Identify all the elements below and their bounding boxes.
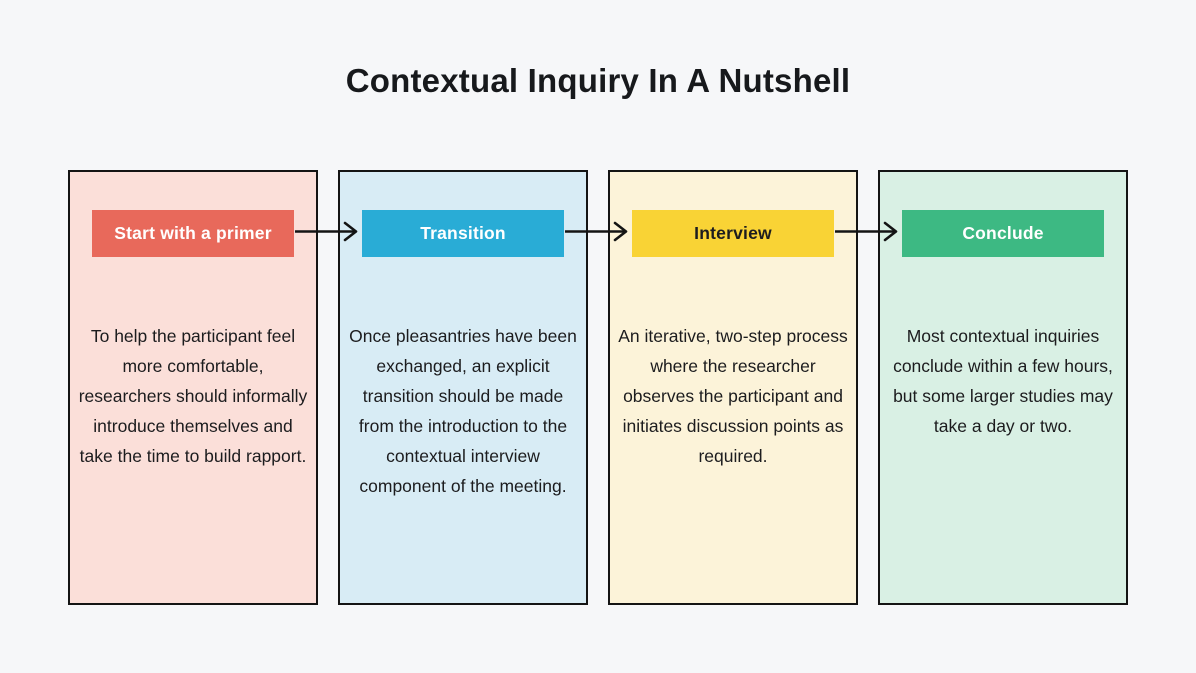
step-badge-transition: Transition: [362, 210, 564, 257]
steps-row: Start with a primer To help the particip…: [68, 170, 1128, 605]
step-description: Most contextual inquiries conclude withi…: [893, 326, 1113, 436]
right-arrow-icon: [835, 221, 898, 242]
step-card-conclude: Conclude Most contextual inquiries concl…: [878, 170, 1128, 605]
step-description: To help the participant feel more comfor…: [78, 326, 308, 466]
step-badge-label: Conclude: [962, 223, 1044, 243]
step-card-transition: Transition Once pleasantries have been e…: [338, 170, 588, 605]
step-description: Once pleasantries have been exchanged, a…: [349, 326, 577, 496]
step-badge-label: Interview: [694, 223, 772, 243]
step-description: An iterative, two-step process where the…: [618, 326, 848, 466]
step-badge-primer: Start with a primer: [92, 210, 294, 257]
step-badge-label: Transition: [420, 223, 506, 243]
step-badge-conclude: Conclude: [902, 210, 1104, 257]
page-title: Contextual Inquiry In A Nutshell: [345, 62, 851, 99]
step-badge-label: Start with a primer: [114, 223, 272, 243]
step-card-primer: Start with a primer To help the particip…: [68, 170, 318, 605]
step-badge-interview: Interview: [632, 210, 834, 257]
right-arrow-icon: [295, 221, 358, 242]
step-card-interview: Interview An iterative, two-step process…: [608, 170, 858, 605]
right-arrow-icon: [565, 221, 628, 242]
